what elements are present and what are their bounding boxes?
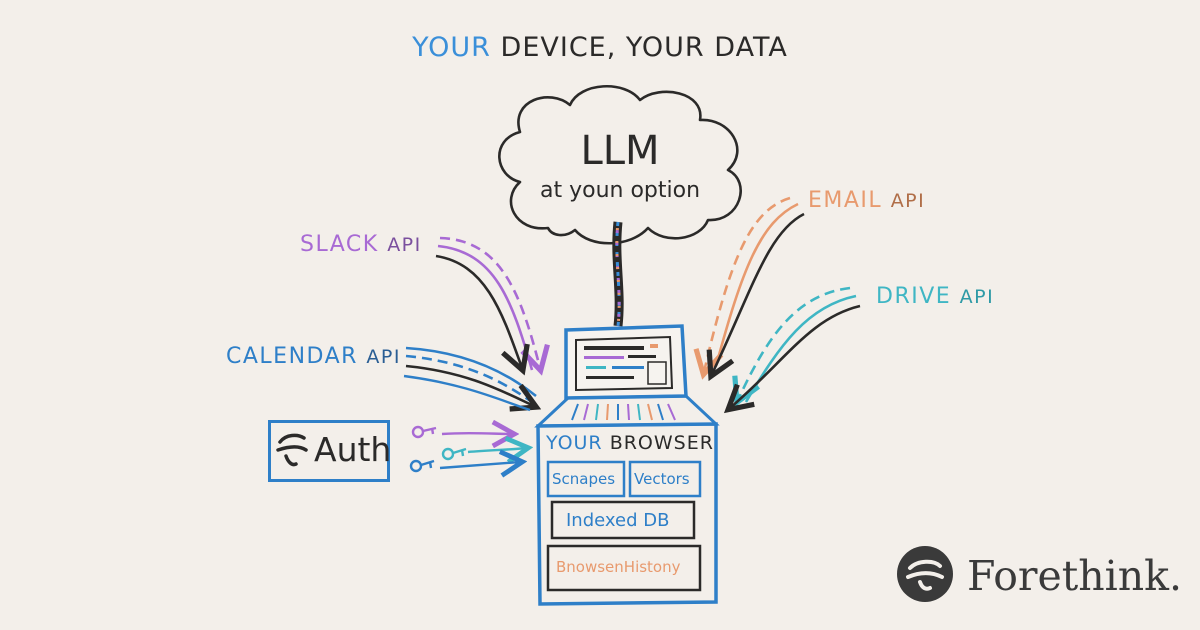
drive-name: DRIVE (876, 284, 952, 309)
indexed-db-label: Indexed DB (566, 510, 670, 531)
browser-title-highlight: YOUR (546, 432, 603, 454)
calendar-api: API (366, 346, 401, 368)
browser-monitor (564, 324, 688, 400)
page-title: YOUR DEVICE, YOUR DATA (0, 32, 1200, 63)
slack-arrows (435, 236, 540, 370)
auth-logo-icon (276, 433, 308, 467)
forethink-logo-icon (897, 546, 953, 602)
auth-label: Auth (314, 430, 392, 469)
drive-api: API (959, 286, 995, 308)
title-highlight: YOUR (412, 32, 491, 63)
email-api: API (890, 190, 926, 212)
email-arrows (704, 196, 805, 374)
auth-box (268, 420, 390, 482)
calendar-api-label: CALENDAR API (226, 344, 401, 369)
calendar-name: CALENDAR (226, 344, 358, 369)
brand-name: Forethink. (967, 552, 1183, 600)
cloud-subtitle: at youn option (539, 178, 701, 203)
email-name: EMAIL (808, 188, 883, 213)
drive-arrows (730, 286, 861, 408)
browser-title-rest: BROWSER (609, 432, 714, 454)
auth-key-arrows (409, 427, 526, 471)
slack-name: SLACK (300, 232, 379, 257)
llm-cloud (498, 85, 742, 245)
vectors-label: Vectors (634, 470, 690, 488)
slack-api: API (387, 234, 422, 256)
scrapes-label: Scnapes (552, 470, 616, 488)
browser-body (536, 422, 718, 606)
browser-history-label: BnowsenHistony (556, 558, 681, 576)
slack-api-label: SLACK API (300, 232, 422, 257)
calendar-arrows (403, 346, 536, 410)
drive-api-label: DRIVE API (876, 284, 994, 309)
email-api-label: EMAIL API (808, 188, 925, 213)
cloud-title: LLM (580, 128, 660, 174)
cloud-cable (612, 221, 624, 327)
browser-title: YOUR BROWSER (546, 432, 714, 454)
browser-neck (534, 394, 720, 428)
title-rest: DEVICE, YOUR DATA (490, 32, 788, 63)
